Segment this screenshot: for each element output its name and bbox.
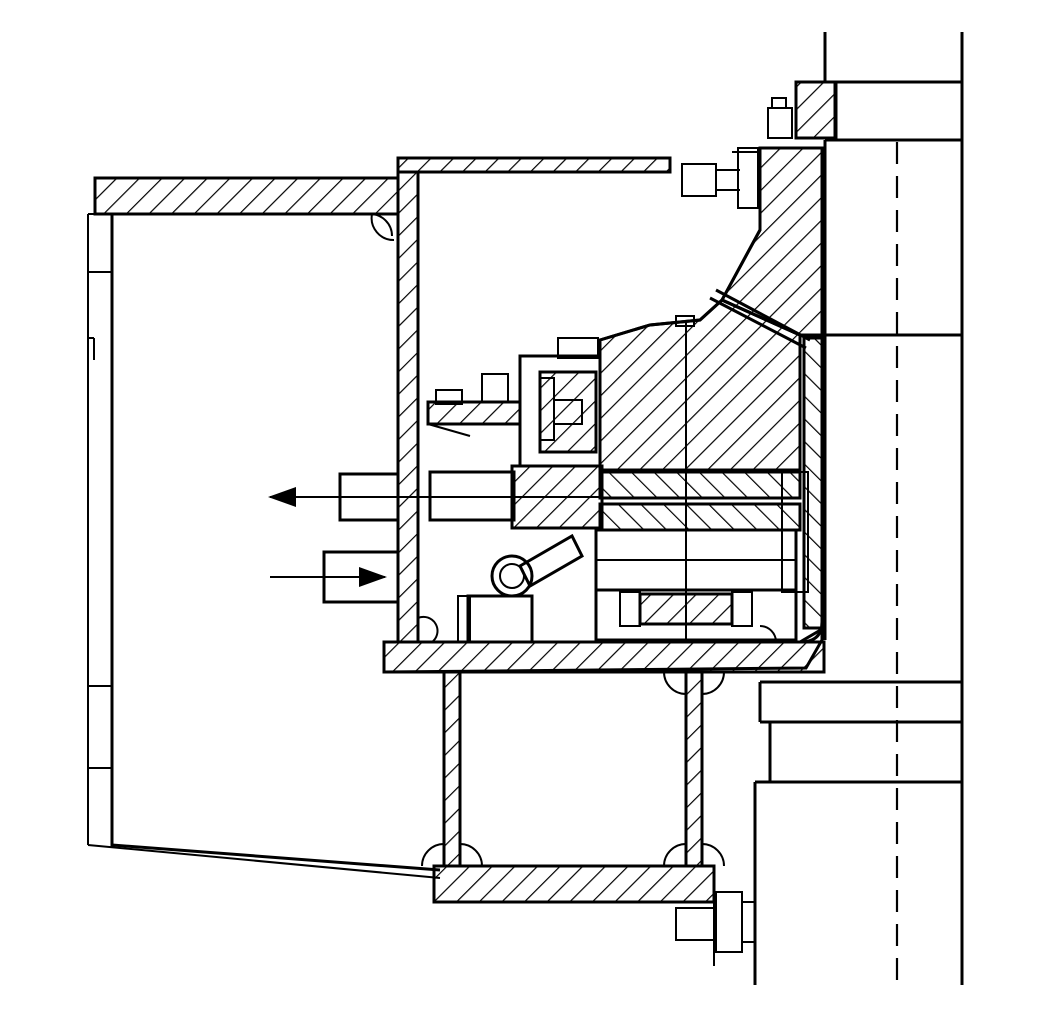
conical-casting [598, 146, 824, 640]
side-cover [87, 213, 441, 879]
upper-beam [93, 176, 400, 242]
left-column [421, 670, 483, 868]
weld-details [369, 213, 777, 643]
lower-beam [432, 864, 716, 904]
top-bolt [681, 147, 759, 209]
top-clamp-block [767, 80, 838, 140]
internal-mechanism [426, 337, 809, 644]
machine-frame [753, 32, 964, 985]
right-column [663, 670, 725, 868]
shafts [322, 472, 398, 604]
bottom-bolt [675, 870, 756, 966]
enclosure-box [382, 156, 826, 674]
